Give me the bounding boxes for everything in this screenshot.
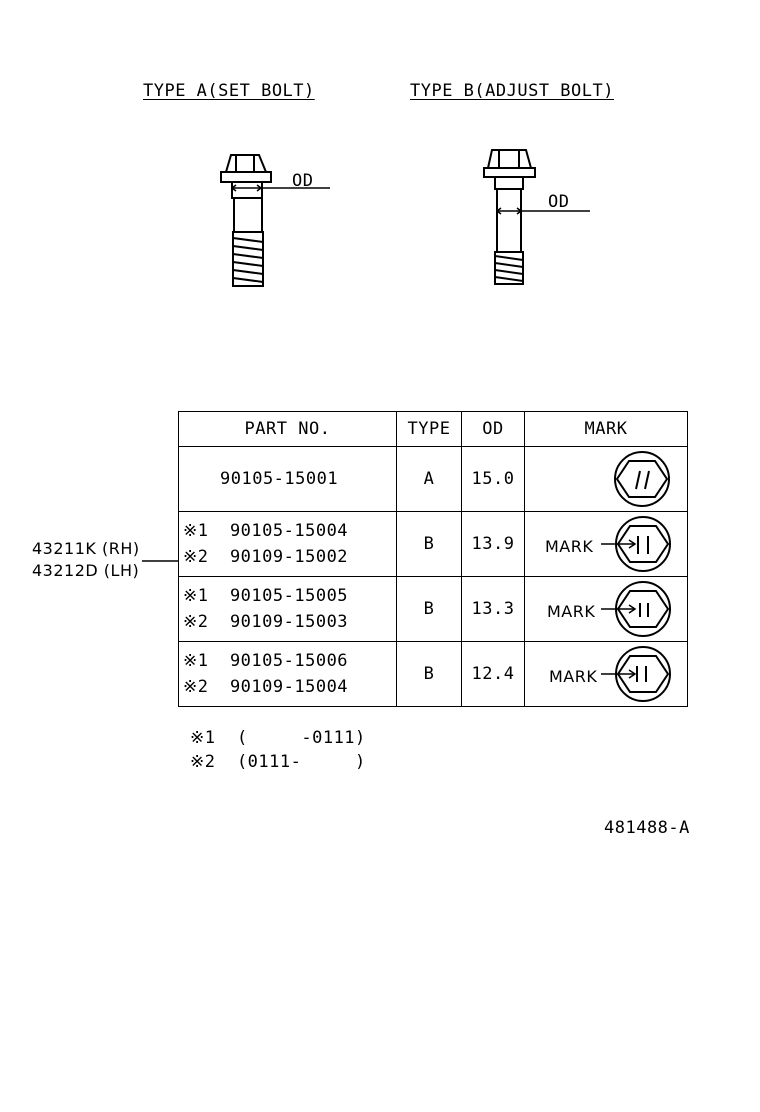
od-cell: 15.0 bbox=[461, 446, 525, 512]
part-no-cell: ※1 90105-15005 ※2 90109-15003 bbox=[178, 576, 397, 642]
part-no: ※1 90105-15004 bbox=[183, 521, 349, 541]
note-2: ※2 (0111- ) bbox=[190, 752, 366, 772]
part-no-cell: ※1 90105-15006 ※2 90109-15004 bbox=[178, 641, 397, 707]
table-row: ※1 90105-15004 ※2 90109-15002 B 13.9 MAR… bbox=[178, 511, 688, 577]
part-no: 90105-15001 bbox=[220, 469, 339, 489]
type-cell: A bbox=[396, 446, 462, 512]
side-label-lh: 43212D (LH) bbox=[32, 561, 140, 580]
table-row: ※1 90105-15006 ※2 90109-15004 B 12.4 MAR… bbox=[178, 641, 688, 707]
part-no-cell: ※1 90105-15004 ※2 90109-15002 bbox=[178, 511, 397, 577]
type-a-title: TYPE A(SET BOLT) bbox=[143, 81, 315, 101]
od-cell: 12.4 bbox=[461, 641, 525, 707]
part-no: ※1 90105-15006 bbox=[183, 651, 349, 671]
mark-cell: MARK bbox=[524, 641, 688, 707]
type-cell: B bbox=[396, 641, 462, 707]
mark-cell bbox=[524, 446, 688, 512]
mark-label: MARK bbox=[545, 537, 594, 556]
table-row: ※1 90105-15005 ※2 90109-15003 B 13.3 MAR… bbox=[178, 576, 688, 642]
type-cell: B bbox=[396, 511, 462, 577]
mark-label: MARK bbox=[547, 602, 596, 621]
od-cell: 13.3 bbox=[461, 576, 525, 642]
note-1: ※1 ( -0111) bbox=[190, 728, 366, 748]
table-row: 90105-15001 A 15.0 bbox=[178, 446, 688, 512]
type-b-bolt-drawing bbox=[483, 149, 590, 285]
od-cell: 13.9 bbox=[461, 511, 525, 577]
part-no: ※2 90109-15003 bbox=[183, 612, 349, 632]
parts-table: PART NO. TYPE OD MARK 90105-15001 A 15.0… bbox=[178, 411, 688, 707]
mark-cell: MARK bbox=[524, 576, 688, 642]
bolt-drawings bbox=[220, 149, 590, 287]
header-type: TYPE bbox=[396, 411, 462, 447]
type-b-title: TYPE B(ADJUST BOLT) bbox=[410, 81, 614, 101]
bolt-head-mark-11-icon bbox=[601, 646, 671, 702]
part-no: ※2 90109-15002 bbox=[183, 547, 349, 567]
leader-line bbox=[142, 560, 178, 562]
bolt-head-mark-11-icon bbox=[601, 516, 671, 572]
bolt-head-mark-11-icon bbox=[601, 581, 671, 637]
od-label-b: OD bbox=[548, 192, 570, 212]
header-mark: MARK bbox=[524, 411, 688, 447]
mark-label: MARK bbox=[549, 667, 598, 686]
table-header-row: PART NO. TYPE OD MARK bbox=[178, 411, 688, 447]
part-no: ※2 90109-15004 bbox=[183, 677, 349, 697]
header-part-no: PART NO. bbox=[178, 411, 397, 447]
part-no: ※1 90105-15005 bbox=[183, 586, 349, 606]
mark-cell: MARK bbox=[524, 511, 688, 577]
bolt-head-slash-icon bbox=[614, 451, 670, 507]
od-label-a: OD bbox=[292, 171, 314, 191]
type-a-bolt-drawing bbox=[220, 154, 330, 287]
header-od: OD bbox=[461, 411, 525, 447]
part-no-cell: 90105-15001 bbox=[178, 446, 397, 512]
side-label-rh: 43211K (RH) bbox=[32, 539, 140, 558]
type-cell: B bbox=[396, 576, 462, 642]
figure-id: 481488-A bbox=[604, 818, 690, 838]
